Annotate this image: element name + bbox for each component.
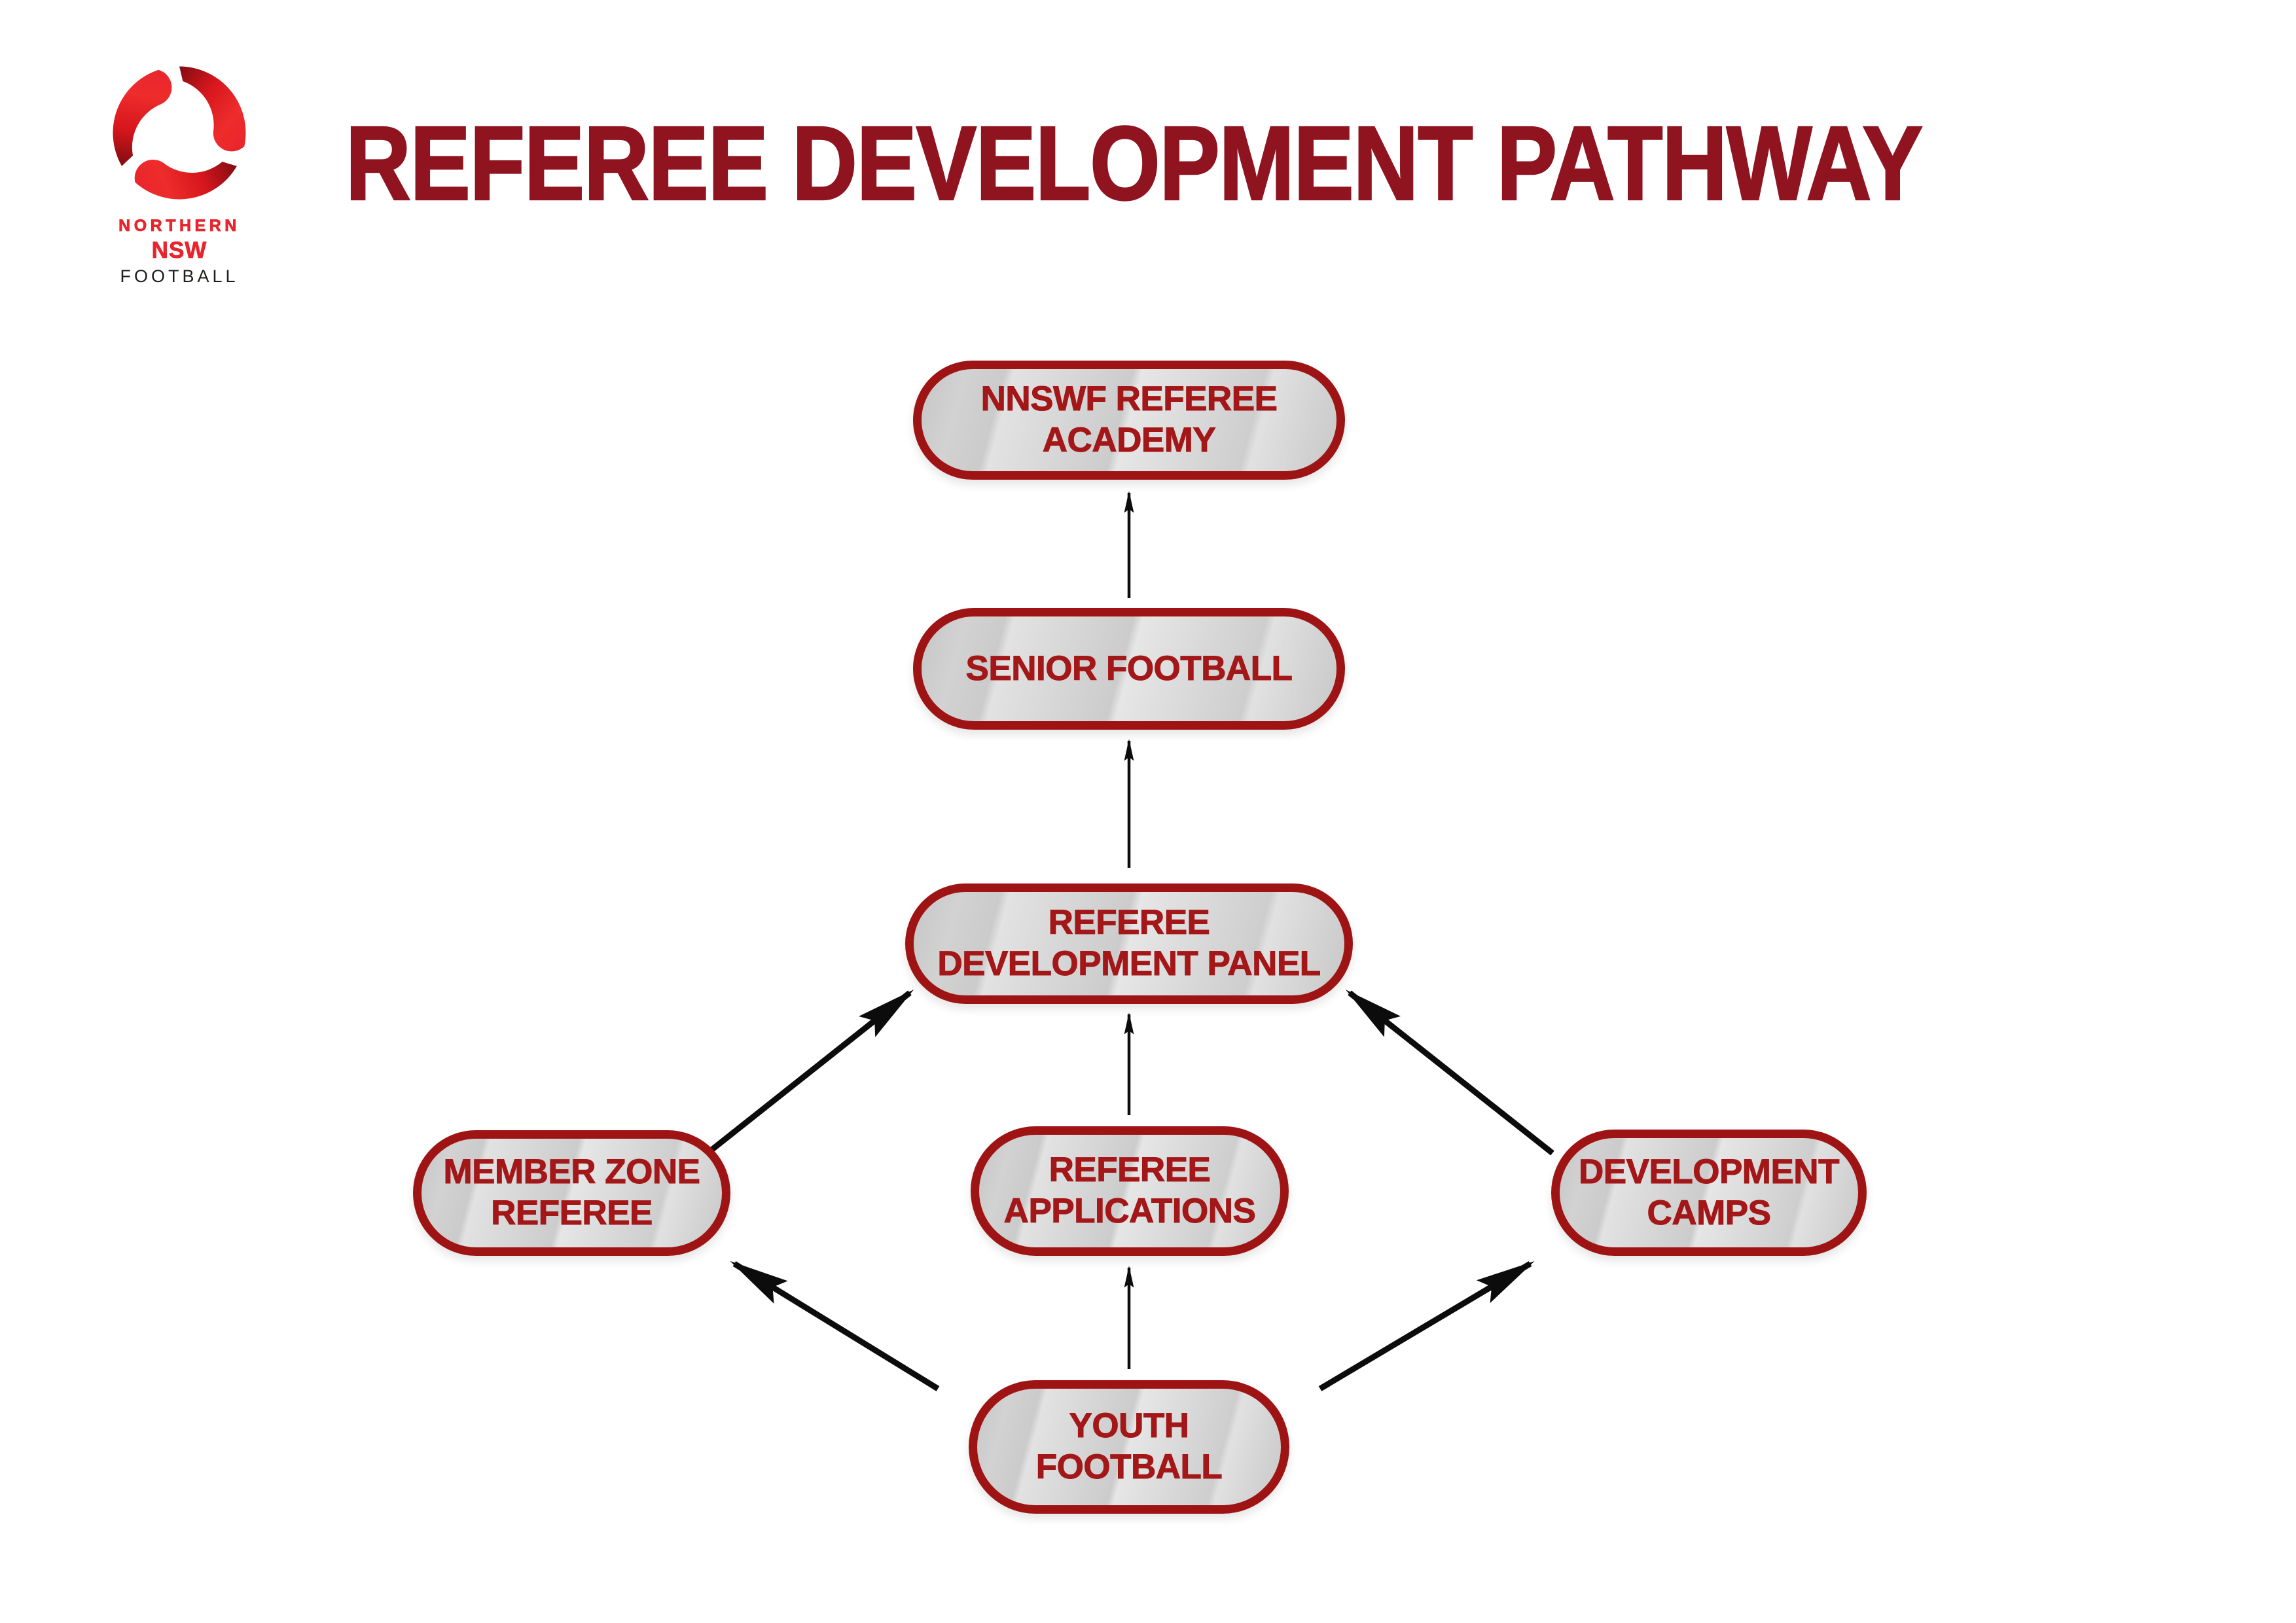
- logo-text-nsw: NSW: [151, 238, 207, 264]
- node-nnswf-referee-academy: NNSWF REFEREE ACADEMY: [913, 361, 1345, 480]
- node-senior-football: SENIOR FOOTBALL: [913, 608, 1345, 730]
- node-label: SENIOR FOOTBALL: [965, 649, 1293, 688]
- node-member-zone-referee: MEMBER ZONE REFEREE: [413, 1130, 730, 1256]
- page-title: REFEREE DEVELOPMENT PATHWAY: [345, 105, 1924, 223]
- node-label: DEVELOPMENT CAMPS: [1579, 1152, 1840, 1232]
- node-label: NNSWF REFEREE ACADEMY: [980, 380, 1278, 460]
- arrow-youth-to-camps: [1318, 1261, 1535, 1391]
- arrow-camps-to-panel: [1345, 990, 1554, 1156]
- arrow-youth-to-member: [730, 1260, 940, 1391]
- node-label: MEMBER ZONE REFEREE: [443, 1152, 701, 1233]
- nnswf-brand-block: NORTHERN NSW FOOTBALL: [103, 62, 255, 287]
- logo-text-northern: NORTHERN: [118, 217, 240, 236]
- node-label: REFEREE APPLICATIONS: [1003, 1150, 1256, 1231]
- logo-text-football: FOOTBALL: [120, 266, 239, 286]
- node-development-camps: DEVELOPMENT CAMPS: [1551, 1130, 1867, 1256]
- node-label: YOUTH FOOTBALL: [1035, 1406, 1223, 1487]
- node-label: REFEREE DEVELOPMENT PANEL: [937, 903, 1321, 984]
- nnswf-football-logo-icon: [113, 66, 246, 200]
- node-referee-development-panel: REFEREE DEVELOPMENT PANEL: [905, 883, 1353, 1004]
- arrow-member-to-panel: [709, 990, 914, 1153]
- node-referee-applications: REFEREE APPLICATIONS: [971, 1126, 1289, 1256]
- node-youth-football: YOUTH FOOTBALL: [969, 1380, 1289, 1514]
